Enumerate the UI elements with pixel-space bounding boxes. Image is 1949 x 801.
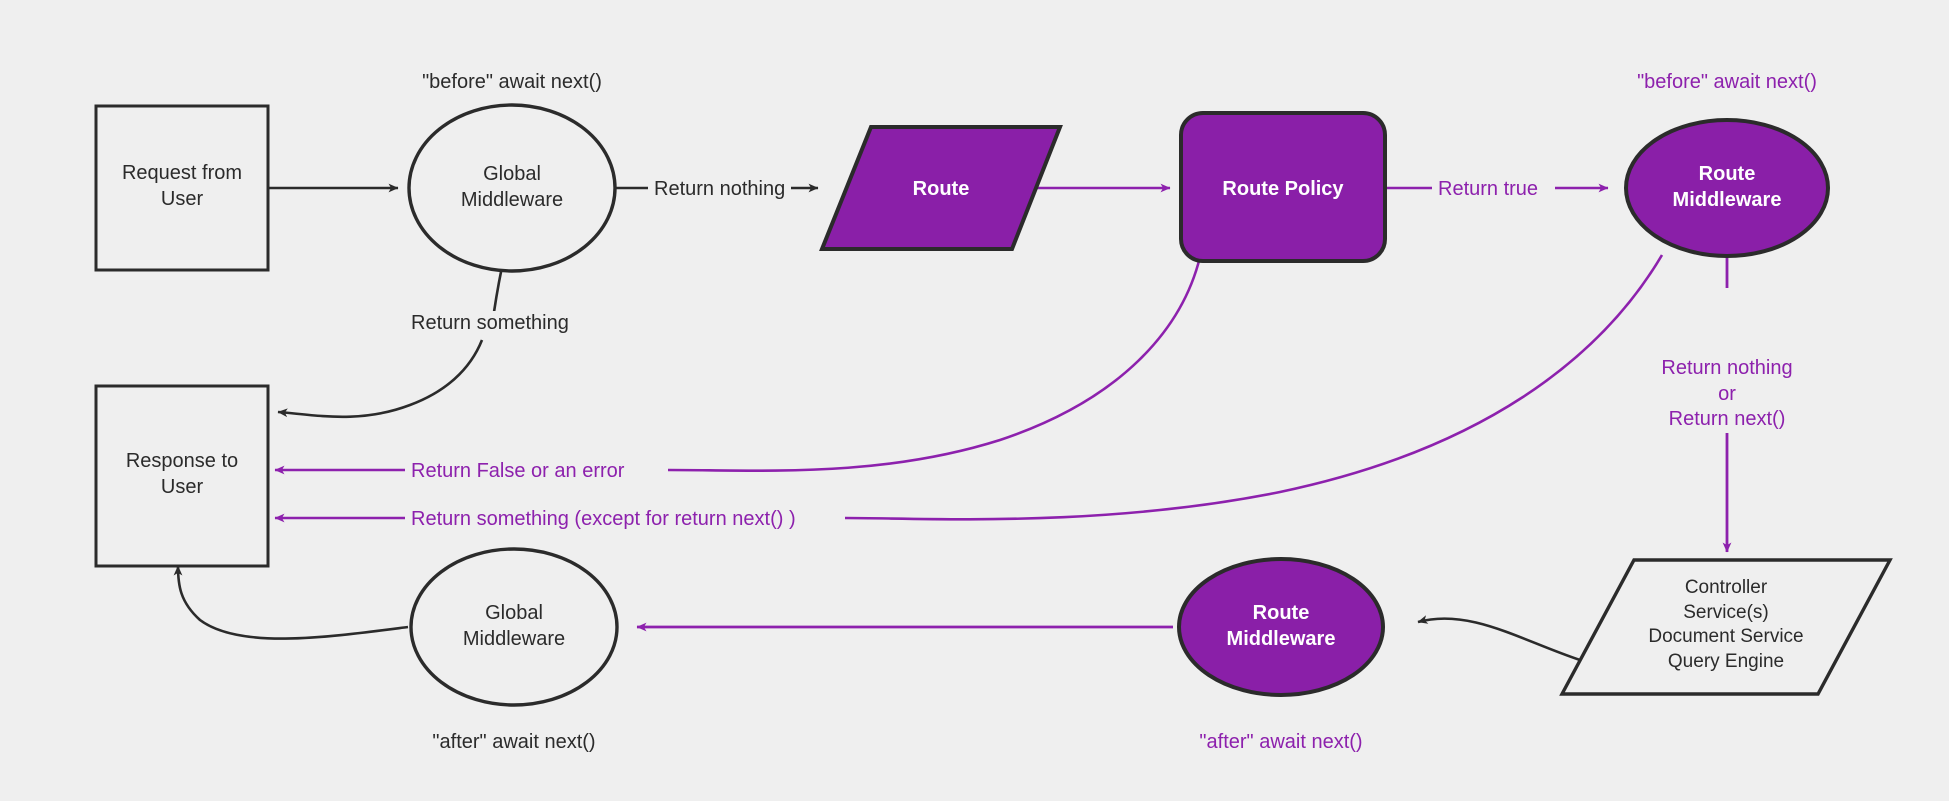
node-response-to-user[interactable] (94, 384, 270, 568)
node-global-middleware-bottom[interactable] (409, 547, 619, 707)
node-request-from-user[interactable] (94, 104, 270, 272)
edge-route-policy-return-false (274, 256, 1202, 475)
node-global-middleware-top-label: Global Middleware (460, 163, 564, 211)
node-route-middleware-top[interactable] (1624, 118, 1830, 258)
node-route-middleware-bottom-label: Route Middleware (1226, 602, 1336, 650)
node-route-policy-label: Route Policy (1222, 178, 1344, 200)
node-global-middleware-bottom-label: Global Middleware (462, 602, 566, 650)
node-route-policy[interactable] (1179, 111, 1387, 263)
edge-route-middleware-return-something (274, 254, 1664, 523)
node-route-label: Route (912, 178, 970, 200)
node-global-middleware-top[interactable] (407, 103, 617, 273)
node-controller-stack-label: Controller Service(s) Document Service Q… (1648, 577, 1804, 673)
node-route[interactable] (819, 125, 1063, 251)
node-route-middleware-top-label: Route Middleware (1672, 163, 1782, 211)
node-response-to-user-label: Response to User (125, 450, 239, 498)
edge-controller-to-route-middleware-bottom (1417, 615, 1581, 662)
node-request-from-user-label: Request from User (121, 162, 243, 210)
node-controller-stack[interactable] (1559, 558, 1893, 696)
edge-global-middleware-bottom-to-response (173, 565, 409, 640)
node-route-middleware-bottom[interactable] (1177, 557, 1385, 697)
